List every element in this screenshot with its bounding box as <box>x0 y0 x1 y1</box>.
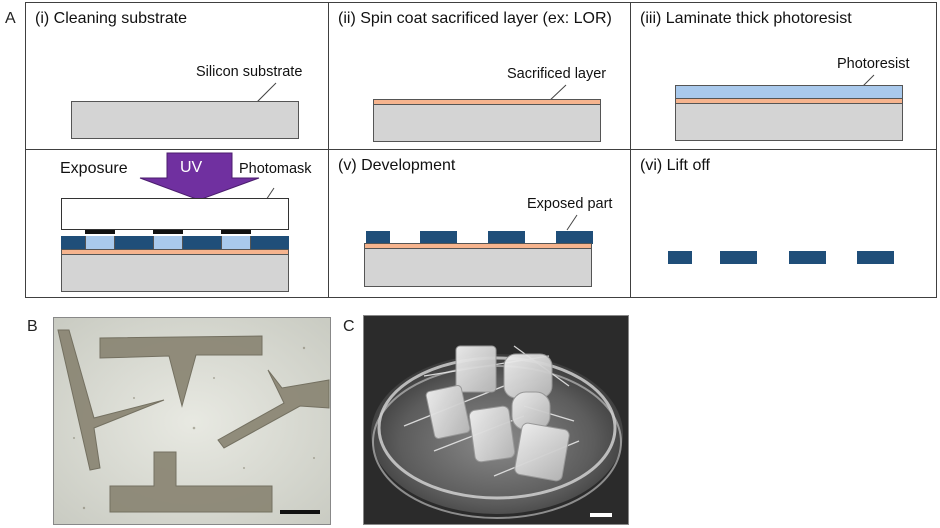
mask-opaque-bar <box>221 230 251 234</box>
exposure-label: Exposure <box>60 160 128 177</box>
silicon-substrate <box>364 248 592 287</box>
panel-label-a: A <box>5 10 16 27</box>
exposed-part-block <box>488 231 525 244</box>
released-structure <box>668 251 692 264</box>
exposed-part-block <box>366 231 390 244</box>
step-3-cell: (iii) Laminate thick photoresist Photore… <box>630 2 937 150</box>
unexposed-photoresist <box>153 236 183 250</box>
micrograph-photo <box>53 317 331 525</box>
exposed-part-label: Exposed part <box>527 196 613 212</box>
step-3-title: (iii) Laminate thick photoresist <box>640 10 852 27</box>
process-steps-grid: (i) Cleaning substrate Silicon substrate… <box>25 2 937 298</box>
step-6-title: (vi) Lift off <box>640 157 710 174</box>
panel-label-b: B <box>27 318 38 335</box>
uv-arrow-icon <box>139 152 275 207</box>
photomask-label: Photomask <box>239 161 312 177</box>
step-1-cell: (i) Cleaning substrate Silicon substrate <box>25 2 329 150</box>
step-2-cell: (ii) Spin coat sacrificed layer (ex: LOR… <box>328 2 631 150</box>
photomask <box>61 198 289 230</box>
silicon-substrate <box>71 101 299 139</box>
step-2-title: (ii) Spin coat sacrificed layer (ex: LOR… <box>338 10 612 27</box>
released-structure <box>789 251 826 264</box>
photoresist-layer <box>675 85 903 99</box>
released-structure <box>720 251 757 264</box>
silicon-substrate <box>373 104 601 142</box>
leader-line <box>566 214 578 231</box>
mask-opaque-bar <box>85 230 115 234</box>
petri-dish-photo <box>363 315 629 525</box>
petri-dish-with-cubes-image <box>364 316 628 524</box>
step-4-cell: UV Exposure Photomask <box>25 149 329 298</box>
step-5-title: (v) Development <box>338 157 456 174</box>
unexposed-photoresist <box>221 236 251 250</box>
scale-bar <box>280 510 320 514</box>
silicon-substrate <box>675 103 903 141</box>
silicon-substrate <box>61 254 289 292</box>
sacrificed-layer-label: Sacrificed layer <box>507 66 607 82</box>
released-structure <box>857 251 894 264</box>
step-1-title: (i) Cleaning substrate <box>35 10 188 27</box>
exposed-part-block <box>420 231 457 244</box>
scale-bar <box>590 513 612 517</box>
uv-label: UV <box>180 159 203 176</box>
exposed-part-block <box>556 231 593 244</box>
step-6-cell: (vi) Lift off <box>630 149 937 298</box>
photoresist-label: Photoresist <box>837 56 910 72</box>
fabricated-structures-image <box>54 318 330 524</box>
mask-opaque-bar <box>153 230 183 234</box>
silicon-substrate-label: Silicon substrate <box>196 64 303 80</box>
unexposed-photoresist <box>85 236 115 250</box>
step-5-cell: (v) Development Exposed part <box>328 149 631 298</box>
panel-label-c: C <box>343 318 355 335</box>
